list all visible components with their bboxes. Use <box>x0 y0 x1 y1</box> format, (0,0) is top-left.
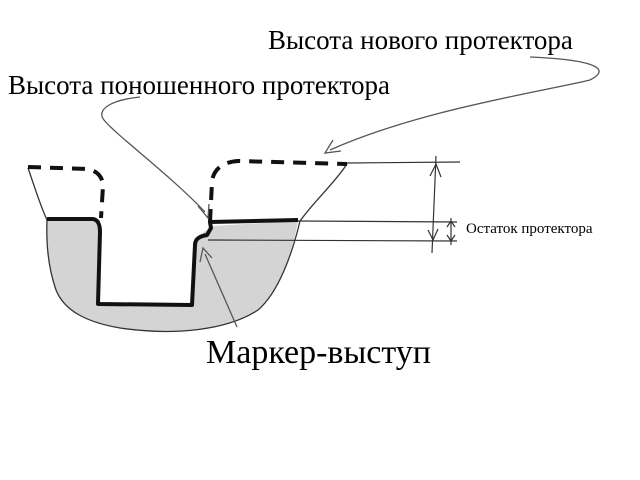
new-tread-height-label: Высота нового протектора <box>268 25 573 55</box>
new-tread-callout-arrowhead <box>323 139 342 154</box>
tread-remainder-label: Остаток протектора <box>466 221 593 237</box>
worn-tread-contour <box>47 217 299 307</box>
depth-dimension-line <box>431 155 437 254</box>
depth-arrow-top <box>429 162 442 178</box>
worn-height-guide-line <box>297 220 458 223</box>
worn-tread-callout-arrowhead <box>197 203 210 220</box>
groove-bottom-guide-line <box>207 239 458 242</box>
depth-arrow-bottom <box>427 228 439 242</box>
marker-bump-label: Маркер-выступ <box>206 334 431 371</box>
new-tread-callout-arrow <box>329 56 600 151</box>
remainder-arrow-bottom <box>446 234 456 243</box>
new-tread-dashed-contour <box>27 158 348 223</box>
remainder-arrow-top <box>446 219 456 228</box>
marker-callout-line <box>204 253 238 328</box>
worn-rubber-area <box>46 220 298 332</box>
worn-tread-callout-arrow <box>101 96 206 213</box>
worn-tread-height-label: Высота поношенного протектора <box>8 70 390 100</box>
marker-callout-arrowhead <box>199 246 213 263</box>
new-height-guide-line <box>346 161 461 164</box>
